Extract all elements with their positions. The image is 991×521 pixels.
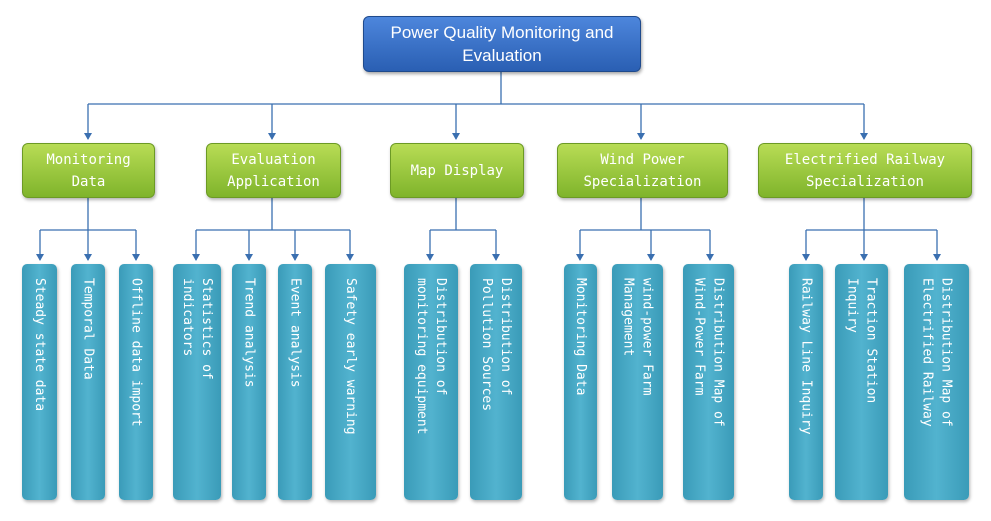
leaf-label: Monitoring Data bbox=[573, 278, 588, 396]
category-monitoring-data: Monitoring Data bbox=[22, 143, 155, 198]
category-label: Evaluation Application bbox=[227, 151, 320, 190]
leaf-label: Distribution Map of Electrified Railway bbox=[919, 278, 954, 427]
leaf-label: Event analysis bbox=[287, 278, 303, 388]
leaf-railway-line-inquiry: Railway Line Inquiry bbox=[789, 264, 823, 500]
leaf-label: Distribution of monitoring equipment bbox=[414, 278, 448, 435]
leaf-temporal-data: Temporal Data bbox=[71, 264, 105, 500]
category-label: Electrified Railway Specialization bbox=[784, 151, 946, 190]
category-evaluation-application: Evaluation Application bbox=[206, 143, 341, 198]
leaf-label: Distribution Map of Wind-Power Farm bbox=[691, 278, 726, 427]
leaf-statistics-of-indicators: Statistics of indicators bbox=[173, 264, 221, 500]
leaf-label: Railway Line Inquiry bbox=[798, 278, 814, 435]
category-label: Map Display bbox=[410, 162, 504, 179]
leaf-steady-state-data: Steady state data bbox=[22, 264, 57, 500]
category-wind-power: Wind Power Specialization bbox=[557, 143, 728, 198]
leaf-distribution-map-electrified-railway: Distribution Map of Electrified Railway bbox=[904, 264, 969, 500]
leaf-label: Offline data import bbox=[128, 278, 144, 427]
category-label: Wind Power Specialization bbox=[583, 151, 702, 190]
leaf-distribution-monitoring-equipment: Distribution of monitoring equipment bbox=[404, 264, 458, 500]
leaf-label: Steady state data bbox=[32, 278, 47, 412]
leaf-label: Distribution of Pollution Sources bbox=[479, 278, 513, 412]
leaf-wind-power-farm-management: wind-power Farm Management bbox=[612, 264, 663, 500]
leaf-distribution-map-wind-power-farm: Distribution Map of Wind-Power Farm bbox=[683, 264, 734, 500]
leaf-trend-analysis: Trend analysis bbox=[232, 264, 266, 500]
leaf-label: Trend analysis bbox=[241, 278, 257, 388]
leaf-safety-early-warning: Safety early warning bbox=[325, 264, 376, 500]
root-node: Power Quality Monitoring and Evaluation bbox=[363, 16, 641, 72]
category-electrified-railway: Electrified Railway Specialization bbox=[758, 143, 972, 198]
category-label: Monitoring Data bbox=[46, 151, 131, 190]
leaf-wind-monitoring-data: Monitoring Data bbox=[564, 264, 597, 500]
leaf-distribution-pollution-sources: Distribution of Pollution Sources bbox=[470, 264, 522, 500]
root-label: Power Quality Monitoring and Evaluation bbox=[390, 23, 614, 65]
leaf-event-analysis: Event analysis bbox=[278, 264, 312, 500]
leaf-label: Traction Station Inquiry bbox=[844, 278, 879, 404]
leaf-offline-data-import: Offline data import bbox=[119, 264, 153, 500]
leaf-label: wind-power Farm Management bbox=[620, 278, 655, 396]
category-map-display: Map Display bbox=[390, 143, 524, 198]
leaf-label: Safety early warning bbox=[343, 278, 358, 435]
leaf-label: Temporal Data bbox=[80, 278, 96, 380]
leaf-label: Statistics of indicators bbox=[180, 278, 214, 380]
leaf-traction-station-inquiry: Traction Station Inquiry bbox=[835, 264, 888, 500]
